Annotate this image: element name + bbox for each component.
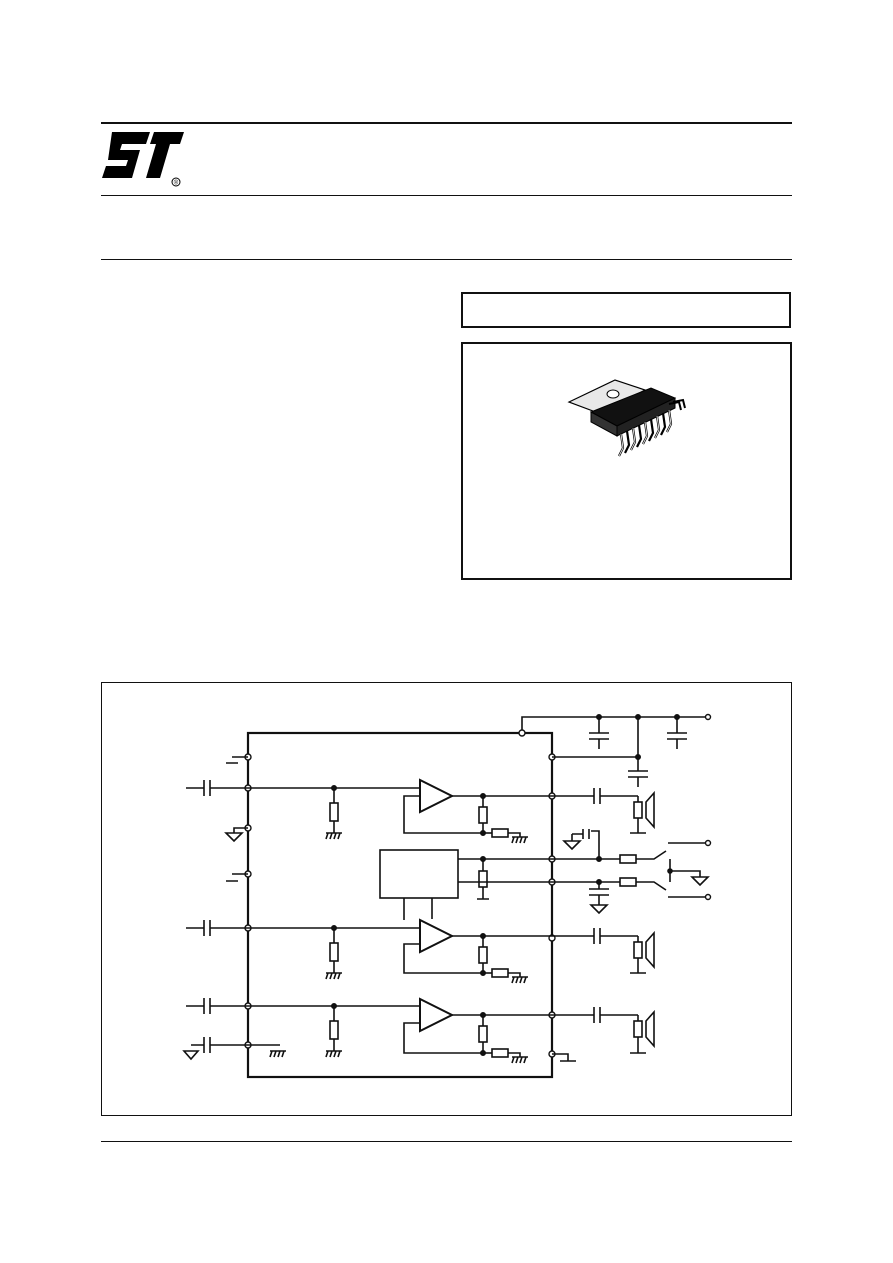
header-rule-middle bbox=[101, 195, 792, 196]
st-logo-icon: ® bbox=[100, 130, 184, 188]
block-diagram bbox=[101, 682, 792, 1116]
multiwatt-package-icon bbox=[565, 372, 690, 460]
ordering-box bbox=[461, 292, 791, 328]
header-rule-bottom bbox=[101, 259, 792, 260]
header-rule-top bbox=[101, 122, 792, 124]
registered-mark: ® bbox=[174, 180, 179, 187]
package-box bbox=[461, 342, 792, 580]
footer-rule bbox=[101, 1141, 792, 1142]
amplifier-block-diagram-icon bbox=[182, 713, 712, 1079]
